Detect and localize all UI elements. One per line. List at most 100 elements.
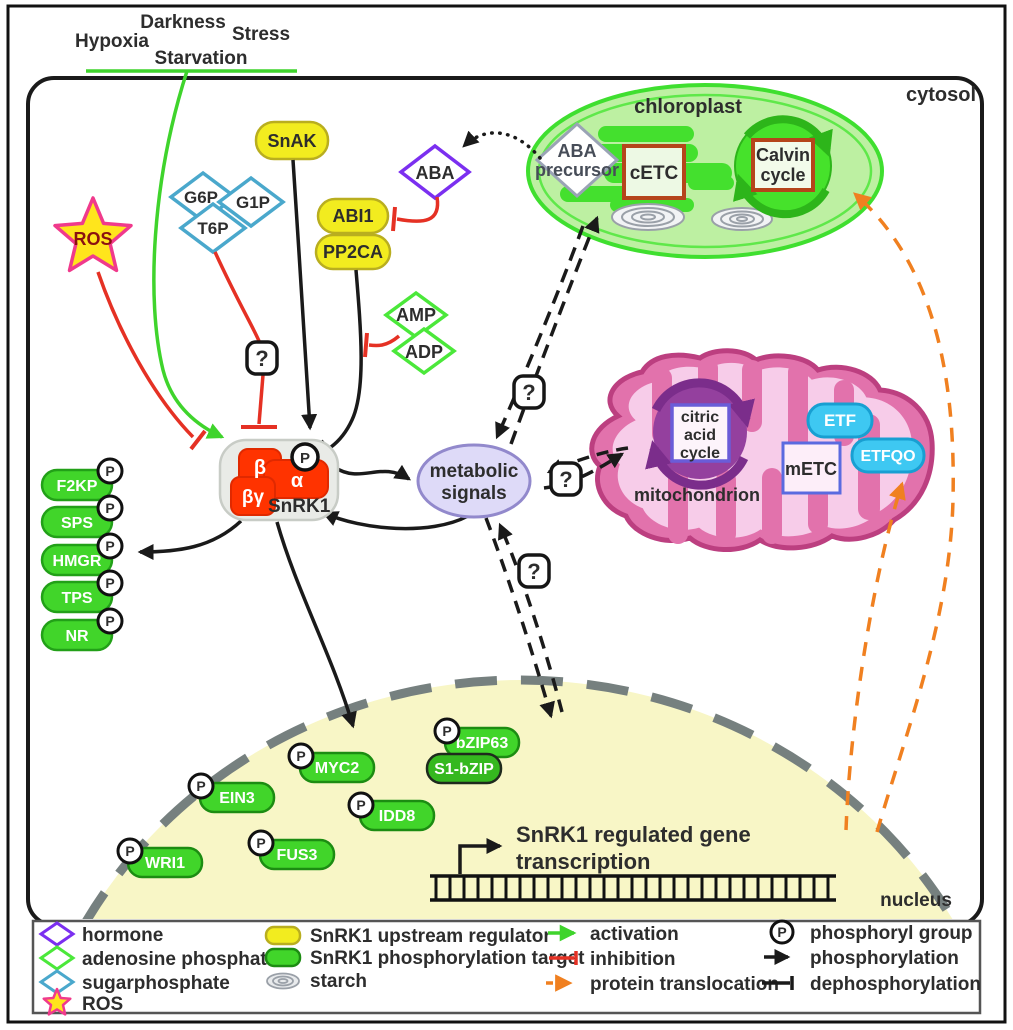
starch-icon: [266, 972, 300, 990]
calvin-label-1: Calvin: [756, 145, 810, 165]
legend-activation: activation: [590, 924, 679, 945]
phospho-circle: [96, 569, 124, 597]
snrk1-label: SnRK1: [268, 496, 331, 517]
upstream-nodes: ROS G6P G1P T6P SnAK ABA ABI1 PP2CA AMP …: [53, 120, 472, 376]
phospho-circle: [287, 742, 315, 770]
pp2ca-label: PP2CA: [323, 242, 383, 262]
phospho-p: P: [105, 538, 114, 554]
etf-label: ETF: [824, 411, 856, 430]
question-box-mitochondrion: [549, 461, 583, 497]
abi1-pill: [316, 197, 390, 235]
aba-label: ABA: [416, 163, 455, 183]
legend-sugarphosphate: sugarphosphate: [82, 973, 230, 994]
snak-pill: [254, 120, 330, 161]
aba-diamond: [398, 143, 472, 201]
snrk1-betagamma-label: βγ: [242, 487, 265, 508]
arrow-snrk1-to-metabolic: [333, 464, 412, 481]
legend-box: [31, 919, 982, 1015]
phospho-p: P: [356, 797, 365, 813]
calvin-cycle-arrow-bottom: [733, 173, 830, 219]
inhibition-t6p-line-2: [257, 374, 265, 425]
metabolic-signals-label-1: metabolic: [430, 461, 519, 482]
inhibition-ros-snrk1: [96, 271, 195, 439]
starch-grain-2: [711, 207, 773, 231]
t6p-label: T6P: [197, 219, 228, 238]
activation-arrow-stress-snrk1: [152, 70, 225, 439]
target-label: HMGR: [53, 553, 102, 570]
pp2ca-pill: [314, 233, 392, 271]
legend-ros: ROS: [82, 994, 123, 1015]
question-boxes: ? ? ? ?: [245, 340, 583, 589]
nucleus-label: nucleus: [880, 890, 952, 911]
phospho-circle: [187, 772, 215, 800]
tf-label: bZIP63: [456, 735, 509, 752]
inhibition-ampadp-line: [368, 334, 401, 348]
arrow-metabolic-to-snrk1: [321, 511, 469, 531]
starch-grain-1: [611, 203, 685, 231]
inhibition-t6p-line-1: [213, 251, 261, 342]
phospho-p: P: [105, 575, 114, 591]
dashed-chloroplast-to-metabolic: [495, 225, 585, 440]
mitochondrion-label: mitochondrion: [634, 485, 760, 505]
target-pill-hmgr: [40, 543, 114, 577]
legend-phosphoryl-group: phosphoryl group: [810, 923, 973, 944]
snrk1-beta-label: β: [254, 457, 266, 479]
citric-label-2: acid: [684, 427, 716, 444]
target-pill-tps: [40, 580, 114, 614]
ros-label: ROS: [73, 229, 112, 249]
ros-star-icon: [42, 987, 72, 1016]
inhibition-ampadp-tbar: [363, 332, 369, 358]
aba-precursor-label-2: precursor: [535, 160, 619, 180]
snrk1-targets: F2KP P SPS P HMGR P TPS P NR P: [40, 457, 124, 652]
phospho-circle: [96, 494, 124, 522]
label-starvation: Starvation: [155, 48, 248, 69]
question-mark: ?: [255, 346, 268, 371]
target-pill-f2kp: [40, 468, 114, 502]
question-mark: ?: [559, 467, 572, 492]
legend-inhibition: inhibition: [590, 949, 675, 970]
dephosphorylation-pp2ca-snrk1: [329, 269, 363, 449]
phospho-circle: [96, 607, 124, 635]
legend-starch: starch: [310, 971, 367, 992]
target-label: NR: [65, 628, 89, 645]
phospho-p: P: [196, 778, 205, 794]
legend: hormone adenosine phosphate sugarphospha…: [31, 919, 982, 1016]
transcription-label-2: transcription: [516, 849, 650, 874]
calvin-cycle-arrow-top: [743, 115, 833, 158]
transcription-label-1: SnRK1 regulated gene: [516, 822, 751, 847]
phospho-p: P: [296, 748, 305, 764]
g6p-label: G6P: [184, 188, 218, 207]
legend-adenosine-phosphate: adenosine phosphate: [82, 949, 277, 970]
phospho-p: P: [300, 450, 310, 467]
calvin-cycle-box: [751, 138, 815, 192]
calvin-label-2: cycle: [760, 165, 805, 185]
snak-label: SnAK: [268, 131, 317, 151]
inhibition-ros-tbar: [189, 429, 207, 451]
metc-label: mETC: [785, 459, 837, 479]
question-box-chloroplast: [512, 374, 546, 410]
citric-label-3: cycle: [680, 445, 720, 462]
phospho-circle: [96, 532, 124, 560]
phosphoryl-group-icon: [769, 919, 795, 945]
metabolic-signals-node: metabolic signals: [416, 443, 532, 519]
phosphorylation-snak-snrk1: [291, 159, 318, 431]
dashed-metabolic-to-chloroplast: [509, 215, 600, 445]
tf-label: EIN3: [219, 790, 255, 807]
dashed-metabolic-to-nucleus: [484, 517, 555, 719]
snrk1-complex: β α βγ P SnRK1: [218, 438, 340, 522]
legend-phos-target: SnRK1 phosphorylation target: [310, 948, 585, 969]
cytosol-label: cytosol: [906, 84, 976, 106]
adp-diamond: [391, 326, 457, 376]
target-pill-sps: [40, 505, 114, 539]
citric-label-1: citric: [681, 409, 719, 426]
question-box-nucleus: [517, 553, 551, 589]
inhibition-aba-abi1: [396, 196, 440, 223]
target-label: TPS: [61, 590, 92, 607]
cetc-box: [622, 144, 686, 200]
etfqo-label: ETFQO: [860, 448, 915, 465]
translocation-nucleus-to-etfqo: [844, 481, 906, 831]
tf-label: S1-bZIP: [434, 761, 494, 778]
legend-hormone: hormone: [82, 925, 163, 946]
inhibition-aba-tbar: [391, 206, 397, 232]
